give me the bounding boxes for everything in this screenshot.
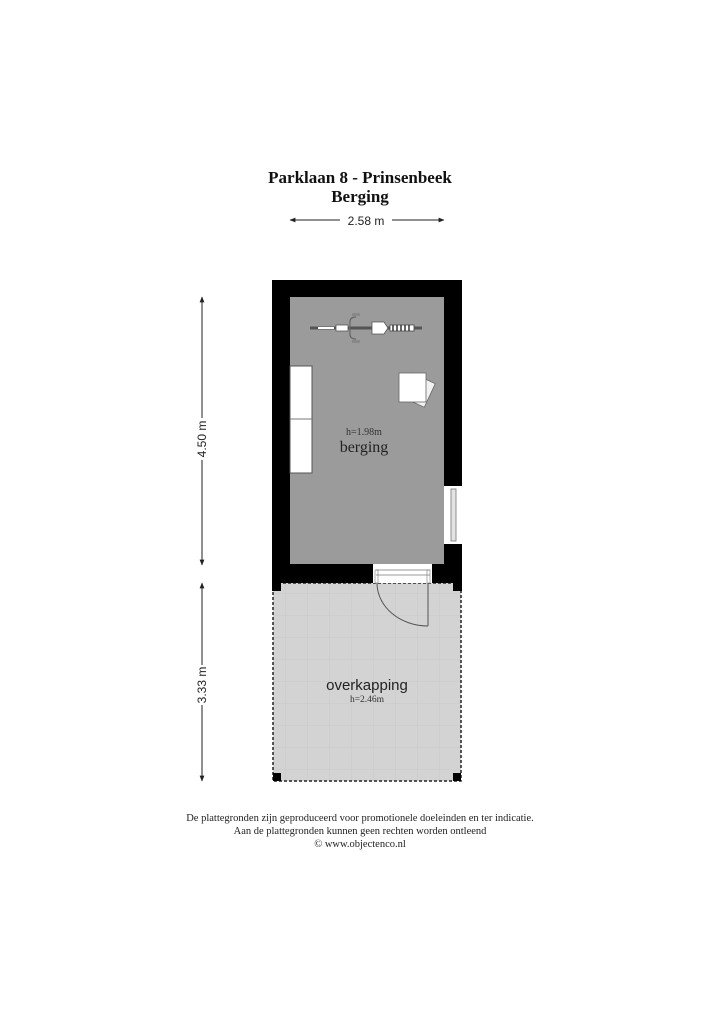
door bbox=[373, 564, 432, 627]
overkapping-floor bbox=[273, 583, 461, 781]
bicycle-icon bbox=[310, 313, 422, 343]
overkapping-height: h=2.46m bbox=[350, 695, 385, 705]
wall-pillar bbox=[453, 583, 462, 591]
disclaimer: De plattegronden zijn geproduceerd voor … bbox=[0, 812, 720, 851]
boxes bbox=[398, 372, 436, 408]
berging-depth-label: 4.50 m bbox=[195, 421, 209, 458]
disclaimer-line-2: Aan de plattegronden kunnen geen rechten… bbox=[233, 826, 487, 837]
disclaimer-line-1: De plattegronden zijn geproduceerd voor … bbox=[186, 813, 534, 824]
overkapping-depth-label: 3.33 m bbox=[195, 667, 209, 704]
wall-pillar bbox=[272, 583, 281, 591]
width-label: 2.58 m bbox=[348, 214, 385, 228]
overkapping-depth-dimension: 3.33 m bbox=[195, 582, 209, 782]
corner-post bbox=[273, 773, 281, 781]
shelf bbox=[289, 365, 313, 474]
berging-label: berging bbox=[340, 439, 389, 456]
berging-depth-dimension: 4.50 m bbox=[195, 296, 209, 566]
copyright-line: © www.objectenco.nl bbox=[314, 839, 406, 850]
width-dimension: 2.58 m bbox=[289, 214, 445, 228]
overkapping-label: overkapping bbox=[326, 677, 408, 694]
berging-floor bbox=[290, 297, 444, 564]
overkapping-outline bbox=[272, 582, 462, 782]
plan-subtitle: Berging bbox=[331, 187, 389, 206]
berging-height: h=1.98m bbox=[346, 427, 382, 438]
window bbox=[444, 486, 462, 544]
plan-title: Parklaan 8 - Prinsenbeek bbox=[268, 168, 452, 187]
corner-post bbox=[453, 773, 461, 781]
